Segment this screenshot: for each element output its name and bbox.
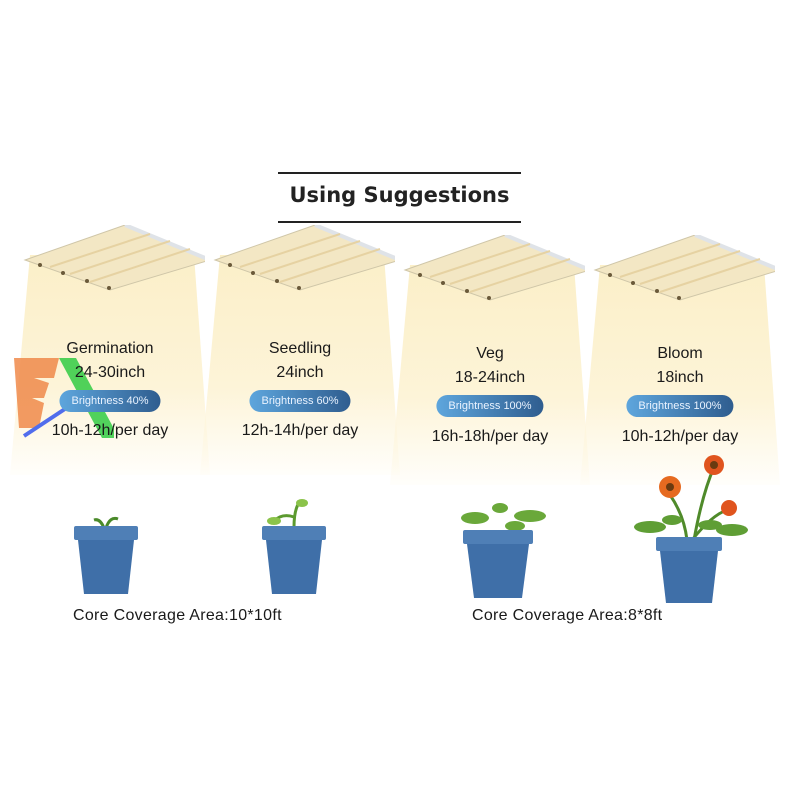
stage-hours: 12h-14h/per day	[241, 422, 359, 439]
stage-seedling: Seedling 24inch Brightness 60% 12h-14h/p…	[200, 225, 400, 475]
brightness-badge: Brightness 60%	[249, 390, 351, 412]
light-beam	[200, 255, 400, 475]
title-rule-bottom	[278, 221, 521, 223]
grow-light-panel-icon	[213, 225, 395, 291]
stage-hours: 16h-18h/per day	[431, 428, 549, 445]
coverage-area-right: Core Coverage Area:8*8ft	[472, 607, 663, 624]
coverage-area-left: Core Coverage Area:10*10ft	[73, 607, 282, 624]
pot-veg-plant-icon	[461, 503, 546, 598]
title-rule-top	[278, 172, 521, 174]
stage-veg: Veg 18-24inch Brightness 100% 16h-18h/pe…	[390, 235, 590, 485]
stage-name: Bloom	[657, 345, 703, 362]
stage-name: Seedling	[268, 340, 332, 357]
stage-distance: 18-24inch	[454, 369, 526, 386]
light-beam	[390, 265, 590, 485]
stage-name: Veg	[476, 345, 504, 362]
page-title: Using Suggestions	[289, 183, 510, 207]
stage-bloom: Bloom 18inch Brightness 100% 10h-12h/per…	[580, 235, 780, 485]
stage-distance: 24inch	[276, 364, 324, 381]
stage-hours: 10h-12h/per day	[51, 422, 169, 439]
pot-seedling-plant-icon	[262, 499, 326, 594]
grow-light-panel-icon	[403, 235, 585, 301]
stage-distance: 24-30inch	[74, 364, 146, 381]
grow-light-panel-icon	[23, 225, 205, 291]
grow-light-panel-icon	[593, 235, 775, 301]
pot-seedling-sprout-icon	[74, 516, 138, 594]
stage-germination: Germination 24-30inch Brightness 40% 10h…	[10, 225, 210, 475]
brightness-badge: Brightness 100%	[436, 395, 544, 417]
stage-hours: 10h-12h/per day	[621, 428, 739, 445]
light-beam	[580, 265, 780, 485]
stage-distance: 18inch	[656, 369, 704, 386]
brightness-badge: Brightness 40%	[59, 390, 161, 412]
brightness-badge: Brightness 100%	[626, 395, 734, 417]
pot-bloom-flower-icon	[634, 455, 748, 603]
stage-name: Germination	[66, 340, 154, 357]
